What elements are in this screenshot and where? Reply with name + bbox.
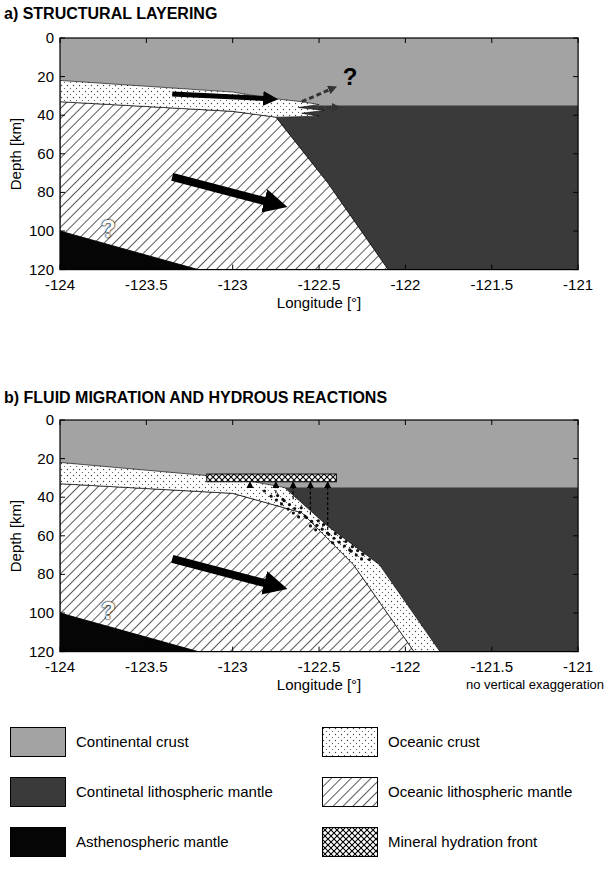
- axis-label: -123: [218, 276, 248, 293]
- legend-text: Oceanic lithospheric mantle: [388, 784, 572, 801]
- axis-label: -123.5: [125, 276, 168, 293]
- legend-text: Oceanic crust: [388, 734, 480, 751]
- legend-swatch: [322, 727, 378, 757]
- axis-label: 60: [37, 146, 54, 163]
- legend-swatch-fill: [323, 778, 378, 807]
- axis-label: -121: [563, 658, 593, 675]
- axis-label: Longitude [°]: [277, 676, 361, 693]
- axis-label: -122.5: [298, 658, 341, 675]
- axis-label: -121.5: [470, 658, 513, 675]
- panel-title: b) FLUID MIGRATION AND HYDROUS REACTIONS: [4, 389, 387, 407]
- legend-swatch-fill: [323, 728, 378, 757]
- axis-label: -123: [218, 658, 248, 675]
- axis-label: -122.5: [298, 276, 341, 293]
- legend-swatch: [322, 777, 378, 807]
- legend-text: Asthenospheric mantle: [76, 834, 229, 851]
- axis-label: 40: [37, 107, 54, 124]
- legend-text: Mineral hydration front: [388, 834, 537, 851]
- legend-swatch-fill: [11, 828, 66, 857]
- axis-label: Longitude [°]: [277, 294, 361, 311]
- axis-label: 80: [37, 184, 54, 201]
- axes: [60, 38, 578, 270]
- axis-label: -124: [45, 276, 75, 293]
- legend-swatch-fill: [323, 828, 378, 857]
- legend-text: Continetal lithospheric mantle: [76, 784, 273, 801]
- axis-label: 100: [29, 605, 54, 622]
- axis-label: -124: [45, 658, 75, 675]
- axis-label: no vertical exaggeration: [466, 677, 604, 691]
- legend-swatch: [10, 827, 66, 857]
- axis-label: -121.5: [470, 276, 513, 293]
- legend-item: Continetal lithospheric mantle: [10, 777, 290, 807]
- query-mark: ?: [101, 598, 116, 624]
- axis-label: -122: [390, 276, 420, 293]
- legend-swatch: [10, 727, 66, 757]
- legend-item: Continental crust: [10, 727, 290, 757]
- legend-item: Asthenospheric mantle: [10, 827, 290, 857]
- axis-label: 20: [37, 450, 54, 467]
- legend-swatch: [322, 827, 378, 857]
- section-panel: [60, 38, 578, 270]
- axis-label: 40: [37, 489, 54, 506]
- axis-label: 100: [29, 223, 54, 240]
- axis-label: -121: [563, 276, 593, 293]
- axis-label: -122: [390, 658, 420, 675]
- axis-label: Depth [km]: [8, 118, 25, 191]
- axis-label: 0: [46, 30, 54, 47]
- query-mark: ?: [101, 216, 116, 242]
- axis-label: -123.5: [125, 658, 168, 675]
- axis-label: 80: [37, 566, 54, 583]
- axis-label: 0: [46, 412, 54, 429]
- legend-swatch-fill: [11, 778, 66, 807]
- legend-text: Continental crust: [76, 734, 189, 751]
- legend-swatch: [10, 777, 66, 807]
- section-panel: [60, 420, 578, 652]
- legend-swatch-fill: [11, 728, 66, 757]
- axis-label: Depth [km]: [8, 500, 25, 573]
- axis-label: 20: [37, 68, 54, 85]
- legend-item: Oceanic lithospheric mantle: [322, 777, 602, 807]
- legend-item: Mineral hydration front: [322, 827, 602, 857]
- panel-title: a) STRUCTURAL LAYERING: [4, 5, 217, 23]
- legend-item: Oceanic crust: [322, 727, 602, 757]
- axis-label: 60: [37, 528, 54, 545]
- axes: [60, 420, 578, 652]
- query-mark: ?: [343, 63, 358, 89]
